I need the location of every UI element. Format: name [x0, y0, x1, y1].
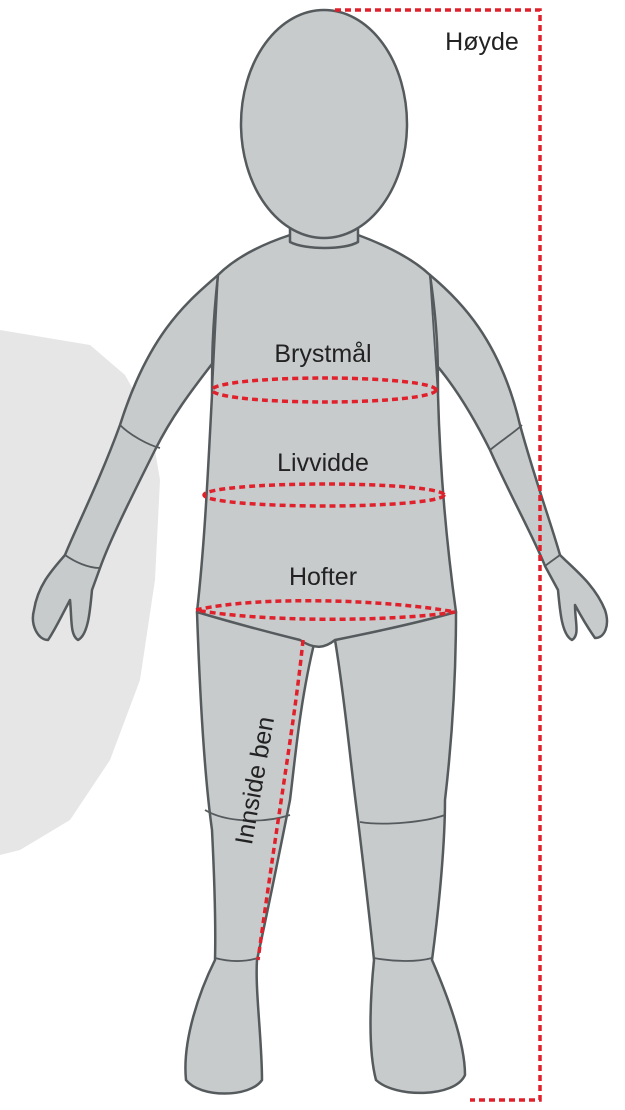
- waist-label: Livvidde: [277, 449, 369, 477]
- left-leg: [185, 612, 315, 1094]
- right-arm: [430, 275, 607, 640]
- hips-label: Hofter: [289, 563, 357, 591]
- height-label: Høyde: [445, 28, 519, 56]
- right-leg: [335, 612, 465, 1093]
- chest-label: Brystmål: [274, 340, 371, 368]
- head: [241, 10, 407, 238]
